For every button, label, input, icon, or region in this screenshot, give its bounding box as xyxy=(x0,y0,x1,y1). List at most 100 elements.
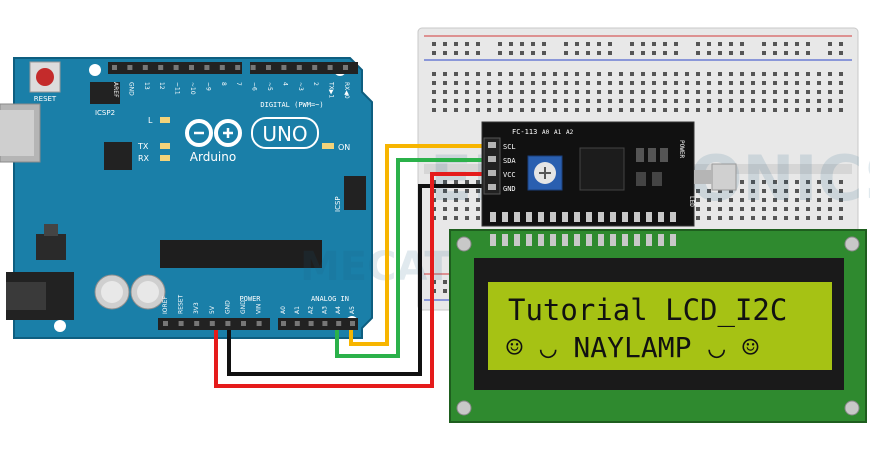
bb-hole xyxy=(487,72,491,76)
power-pin-label: IOREF xyxy=(162,296,169,314)
rail-hole xyxy=(784,51,788,55)
capacitor-top xyxy=(101,281,123,303)
bb-hole xyxy=(707,108,711,112)
bb-hole xyxy=(729,81,733,85)
bb-hole xyxy=(630,90,634,94)
bb-hole xyxy=(729,99,733,103)
reset-button-cap xyxy=(36,68,54,86)
header-pin xyxy=(209,321,215,326)
bb-hole xyxy=(520,108,524,112)
header-pin xyxy=(281,65,287,70)
lcd-16x2: Tutorial LCD_I2C ☺ ◡ NAYLAMP ◡ ☺ xyxy=(449,229,867,423)
bb-hole xyxy=(498,99,502,103)
module-model: FC-113 xyxy=(512,128,537,136)
usb-connector-inner xyxy=(0,110,34,156)
power-pin-label: GND xyxy=(224,300,231,314)
bb-hole xyxy=(784,198,788,202)
module-bottom-pins xyxy=(490,212,676,222)
bb-hole xyxy=(542,72,546,76)
rail-hole xyxy=(597,42,601,46)
bb-hole xyxy=(828,189,832,193)
bb-hole xyxy=(674,90,678,94)
bb-hole xyxy=(718,81,722,85)
header-pin xyxy=(173,65,179,70)
bb-hole xyxy=(828,90,832,94)
bb-hole xyxy=(806,180,810,184)
rail-hole xyxy=(674,42,678,46)
rail-hole xyxy=(795,42,799,46)
bb-hole xyxy=(817,207,821,211)
rail-hole xyxy=(839,42,843,46)
bb-hole xyxy=(751,81,755,85)
bb-hole xyxy=(487,90,491,94)
module-pin xyxy=(634,212,640,222)
header-pin xyxy=(250,65,256,70)
rail-hole xyxy=(828,42,832,46)
bb-hole xyxy=(641,81,645,85)
bb-hole xyxy=(806,81,810,85)
header-pin xyxy=(163,321,168,326)
digital-pin-label: TX▶1 xyxy=(328,81,335,98)
bb-hole xyxy=(828,216,832,220)
bb-hole xyxy=(784,216,788,220)
bb-hole xyxy=(718,198,722,202)
bb-hole xyxy=(498,90,502,94)
bb-hole xyxy=(762,108,766,112)
bb-hole xyxy=(707,207,711,211)
digital-pin-label: 4 xyxy=(281,82,288,86)
dc-power-jack-inner xyxy=(6,282,46,310)
bb-hole xyxy=(696,108,700,112)
wire-scl xyxy=(349,144,490,346)
rail-hole xyxy=(806,42,810,46)
bb-hole xyxy=(806,72,810,76)
bb-hole xyxy=(564,99,568,103)
bb-hole xyxy=(476,207,480,211)
bb-hole xyxy=(773,99,777,103)
bb-hole xyxy=(773,90,777,94)
bb-hole xyxy=(806,216,810,220)
icsp2-header xyxy=(90,82,120,104)
bb-hole xyxy=(443,216,447,220)
rail-hole xyxy=(652,51,656,55)
rail-hole xyxy=(465,42,469,46)
bb-hole xyxy=(784,180,788,184)
module-pin xyxy=(610,212,616,222)
rail-hole xyxy=(652,42,656,46)
header-pin xyxy=(322,321,328,326)
bb-hole xyxy=(817,189,821,193)
bb-hole xyxy=(630,108,634,112)
bb-hole xyxy=(476,108,480,112)
bb-hole xyxy=(817,99,821,103)
bb-hole xyxy=(520,81,524,85)
bb-hole xyxy=(762,99,766,103)
bb-hole xyxy=(696,81,700,85)
digital-pin-label: GND xyxy=(127,82,134,96)
rail-hole xyxy=(586,42,590,46)
bb-hole xyxy=(630,99,634,103)
bb-hole xyxy=(465,72,469,76)
brand-label: Arduino xyxy=(190,150,236,164)
rail-hole xyxy=(828,51,832,55)
bb-hole xyxy=(487,99,491,103)
bb-hole xyxy=(707,72,711,76)
module-pin xyxy=(526,212,532,222)
bb-hole xyxy=(454,108,458,112)
digital-pin-label: 12 xyxy=(158,82,165,90)
bb-hole xyxy=(465,90,469,94)
rail-hole xyxy=(564,51,568,55)
bb-hole xyxy=(663,90,667,94)
bb-hole xyxy=(718,99,722,103)
bb-hole xyxy=(696,198,700,202)
bb-hole xyxy=(476,198,480,202)
module-pin xyxy=(670,212,676,222)
bb-hole xyxy=(729,207,733,211)
bb-hole xyxy=(465,216,469,220)
bb-hole xyxy=(795,90,799,94)
bb-hole xyxy=(652,90,656,94)
pin-gnd xyxy=(488,184,496,190)
rail-hole xyxy=(564,42,568,46)
i2c-header xyxy=(483,137,501,195)
mounting-hole xyxy=(54,320,66,332)
